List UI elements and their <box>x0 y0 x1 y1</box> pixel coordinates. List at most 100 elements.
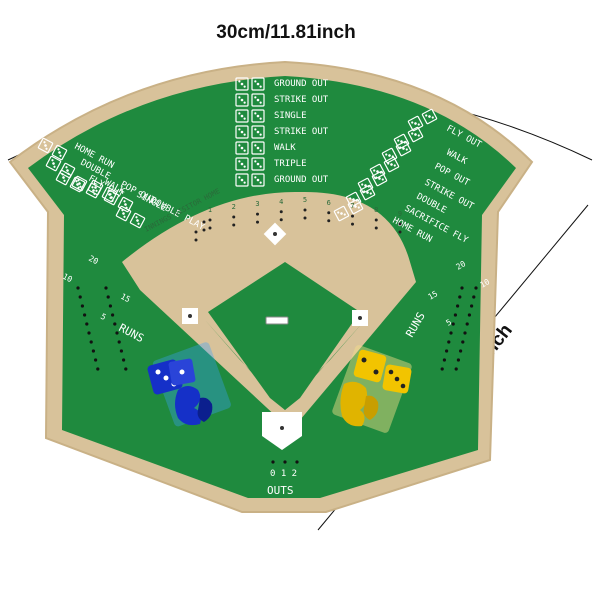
inning-hole <box>351 214 354 218</box>
inning-hole <box>374 218 378 222</box>
left-runs-tick-20: 20 <box>87 254 100 267</box>
outs-hole-2 <box>295 460 299 464</box>
right-die-icon <box>383 156 400 173</box>
yellow-pegs <box>363 395 379 420</box>
inning-number: 2 <box>232 203 236 211</box>
run-hole <box>104 286 108 290</box>
run-hole <box>470 304 474 308</box>
run-hole <box>76 286 80 290</box>
center-die-icon <box>251 109 265 123</box>
center-result-6: TRIPLE <box>274 159 307 169</box>
blue-die-pip <box>155 369 161 375</box>
diamond-grass <box>208 262 360 410</box>
center-result-7: GROUND OUT <box>274 175 329 185</box>
inning-hole <box>398 222 402 226</box>
outs-tracker: 0 1 2 OUTS <box>267 460 299 497</box>
right-runs-tick-5: 5 <box>445 317 454 327</box>
inning-number: 7 <box>350 202 354 210</box>
center-result-2: STRIKE OUT <box>274 95 329 105</box>
run-hole <box>463 331 467 335</box>
left-die-icon <box>69 176 86 193</box>
center-result-5: WALK <box>274 143 296 153</box>
inning-number: 9 <box>398 210 402 218</box>
center-die-icon <box>251 141 265 155</box>
run-hole <box>459 349 463 353</box>
right-die-icon <box>359 184 376 201</box>
center-die-icon <box>235 77 249 91</box>
run-hole <box>122 358 126 362</box>
run-hole <box>474 286 478 290</box>
yellow-die-pip <box>373 369 379 375</box>
second-base-hole <box>273 232 277 236</box>
run-hole <box>111 313 115 317</box>
center-die-icon <box>235 157 249 171</box>
blue-die-pip <box>163 375 169 381</box>
run-hole <box>85 322 89 326</box>
left-runs-tick-5: 5 <box>99 312 108 322</box>
right-die-icon <box>395 140 412 157</box>
left-die-icon <box>51 144 68 161</box>
left-die-icon <box>37 137 54 154</box>
center-die-icon <box>251 125 265 139</box>
right-die-icon <box>421 108 438 125</box>
center-die-icon <box>235 141 249 155</box>
run-hole <box>467 313 471 317</box>
run-hole <box>451 322 455 326</box>
right-die-icon <box>371 170 388 187</box>
inning-hole <box>232 215 236 219</box>
home-plate <box>262 412 302 450</box>
outs-hole-0 <box>271 460 275 464</box>
run-hole <box>80 304 84 308</box>
yellow-die-pip <box>394 376 400 382</box>
third-base-hole <box>188 314 192 318</box>
blue-pegs <box>197 397 213 422</box>
blue-team-pieces <box>147 342 231 427</box>
run-hole <box>449 331 453 335</box>
center-die-icon <box>251 173 265 187</box>
inning-hole <box>202 220 206 224</box>
center-die-icon <box>235 173 249 187</box>
run-hole <box>113 322 117 326</box>
inning-hole <box>303 208 307 212</box>
inning-hole <box>256 220 259 224</box>
center-die-icon <box>251 157 265 171</box>
run-hole <box>453 313 457 317</box>
run-hole <box>445 349 449 353</box>
outs-digits: 0 1 2 <box>270 469 297 479</box>
blue-die-pip <box>179 369 185 375</box>
width-dimension-label: 30cm/11.81inch <box>216 22 355 43</box>
left-die-icon <box>87 179 104 196</box>
right-die-icon <box>347 198 364 215</box>
right-die-icon <box>333 205 350 222</box>
left-die-icon <box>103 189 120 206</box>
inning-hole <box>351 222 354 226</box>
center-die-icon <box>235 93 249 107</box>
yellow-die-pip <box>388 369 394 375</box>
center-die-icon <box>235 109 249 123</box>
inning-hole <box>327 211 331 215</box>
run-hole <box>447 340 451 344</box>
right-runs-tick-20: 20 <box>455 259 468 272</box>
inning-hole <box>194 238 198 242</box>
inning-number: 3 <box>255 200 259 208</box>
center-die-icon <box>251 93 265 107</box>
run-hole <box>91 349 95 353</box>
inning-hole <box>202 228 206 232</box>
inning-number: 5 <box>303 196 307 204</box>
inning-hole <box>327 219 331 223</box>
inning-hole <box>374 226 378 230</box>
run-hole <box>89 340 93 344</box>
run-hole <box>456 304 460 308</box>
right-runs-tick-10: 10 <box>479 277 492 290</box>
center-result-4: STRIKE OUT <box>274 127 329 137</box>
right-runs-tick-15: 15 <box>427 289 440 302</box>
run-hole <box>108 304 112 308</box>
inning-hole <box>256 212 259 216</box>
run-hole <box>465 322 469 326</box>
left-die-icon <box>115 205 132 222</box>
inning-hole <box>232 223 236 227</box>
run-hole <box>117 340 121 344</box>
inning-hole <box>279 218 283 222</box>
run-hole <box>456 358 460 362</box>
